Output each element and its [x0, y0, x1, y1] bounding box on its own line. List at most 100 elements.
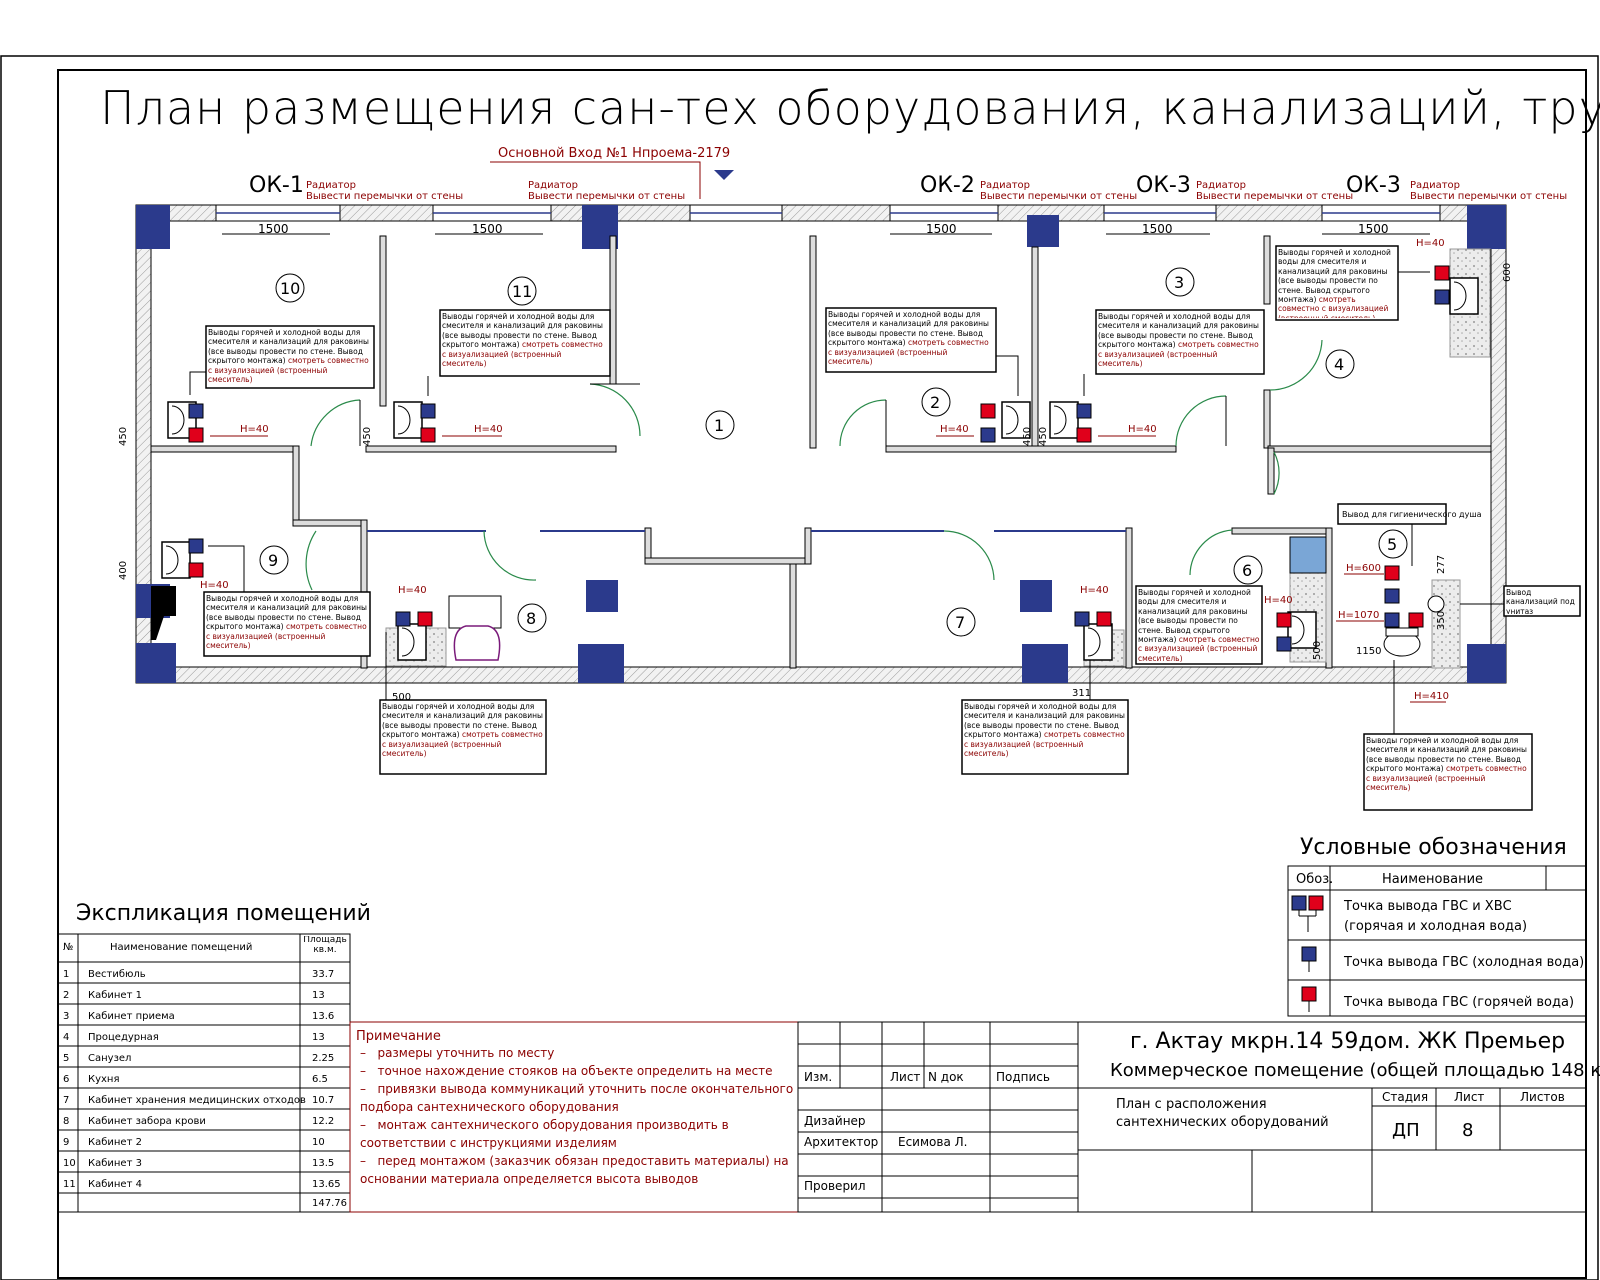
- stamp-sign: Подпись: [996, 1070, 1050, 1084]
- explication-row-name: Санузел: [88, 1053, 131, 1064]
- stamp-ndok: N док: [928, 1070, 964, 1084]
- explication-row-name: Вестибюль: [88, 969, 146, 980]
- dim-text: 600: [1502, 263, 1513, 282]
- note-text: перед монтажом (заказчик обязан предоста…: [360, 1154, 789, 1186]
- dim-text: 1500: [258, 222, 289, 236]
- explication-row-name: Кухня: [88, 1074, 120, 1085]
- explication-row-area: 13: [312, 990, 325, 1001]
- dim-text: 350: [1436, 611, 1447, 630]
- dim-text: 500: [392, 692, 411, 703]
- room-number: 6: [1242, 561, 1252, 580]
- explication-row-area: 10: [312, 1137, 325, 1148]
- stamp-designer: Дизайнер: [804, 1114, 866, 1128]
- explication-row-no: 4: [63, 1032, 69, 1043]
- callout: Выводы горячей и холодной воды для смеси…: [379, 632, 547, 775]
- height-mark: H=40: [474, 424, 503, 435]
- dim-text: 311: [1072, 688, 1091, 699]
- callout-note: смотреть совместно с визуализацией (встр…: [828, 338, 989, 366]
- explication-table: Экспликация помещений № Наименование пом…: [57, 901, 371, 1213]
- stamp-izm: Изм.: [804, 1070, 832, 1084]
- callout-note: смотреть совместно с визуализацией (встр…: [1366, 764, 1527, 792]
- col-no: №: [63, 942, 73, 953]
- callout: Выводы горячей и холодной воды для смеси…: [961, 660, 1129, 775]
- explication-row-area: 13.5: [312, 1158, 334, 1169]
- dim-text: 1500: [926, 222, 957, 236]
- callout: Выводы горячей и холодной воды для смеси…: [189, 325, 375, 395]
- stamp-stage-header: Стадия: [1382, 1090, 1428, 1104]
- explication-row-area: 10.7: [312, 1095, 334, 1106]
- callout-note: смотреть совместно с визуализацией (встр…: [1278, 294, 1389, 318]
- callout-text: Выводы горячей и холодной воды для смеси…: [1098, 312, 1259, 350]
- note-text: точное нахождение стояков на объекте опр…: [377, 1064, 773, 1078]
- room-number: 1: [714, 416, 724, 435]
- door-swings: [305, 339, 1323, 591]
- radiator-note: Вывести перемычки от стены: [1196, 191, 1353, 202]
- legend-item: Точка вывода ГВС и ХВС: [1343, 899, 1512, 914]
- explication-row-no: 5: [63, 1053, 69, 1064]
- explication-row-no: 10: [63, 1158, 76, 1169]
- note-text: монтаж сантехнического оборудования прои…: [360, 1118, 729, 1150]
- callout-note: смотреть совместно с визуализацией (встр…: [964, 730, 1125, 758]
- callout-sewer: Вывод канализаций под унитаз: [1460, 585, 1581, 617]
- callout-text: Выводы горячей и холодной воды для смеси…: [208, 328, 369, 366]
- height-mark: H=600: [1346, 563, 1381, 574]
- height-mark: H=40: [940, 424, 969, 435]
- explication-row-area: 13.65: [312, 1179, 341, 1190]
- room-number: 10: [280, 279, 300, 298]
- dim-text: 1150: [1356, 646, 1381, 657]
- callout: Выводы горячей и холодной воды для смеси…: [1135, 585, 1263, 665]
- title-block-text: г. Актау мкрн.14 59дом. ЖК Премьер Комме…: [804, 1029, 1600, 1193]
- explication-row-no: 2: [63, 990, 69, 1001]
- callout-text: Вывод канализаций под унитаз: [1506, 588, 1575, 614]
- room-number: 11: [512, 282, 532, 301]
- legend-item-sub: (горячая и холодная вода): [1344, 919, 1527, 934]
- note-item: – точное нахождение стояков на объекте о…: [360, 1064, 773, 1078]
- stamp-object: Коммерческое помещение (общей площадью 1…: [1110, 1060, 1600, 1081]
- room-number: 8: [526, 609, 536, 628]
- callout-shower: Вывод для гигиенического душа: [1337, 503, 1482, 566]
- dim-text: 1500: [472, 222, 503, 236]
- height-mark: H=40: [1080, 585, 1109, 596]
- explication-row-name: Кабинет приема: [88, 1011, 175, 1022]
- legend-col-name: Наименование: [1382, 872, 1483, 887]
- room-number: 2: [930, 393, 940, 412]
- explication-row-area: 6.5: [312, 1074, 328, 1085]
- explication-row-area: 33.7: [312, 969, 334, 980]
- callout-text: Выводы горячей и холодной воды для смеси…: [442, 312, 603, 350]
- riser-stack: [151, 586, 176, 640]
- dimension-labels: 450 450 450 450 400 600 500 277 350 500 …: [118, 263, 1513, 703]
- legend-col-symbol: Обоз.: [1296, 872, 1333, 887]
- explication-row-area: 13.6: [312, 1011, 334, 1022]
- explication-row-no: 6: [63, 1074, 69, 1085]
- stamp-address: г. Актау мкрн.14 59дом. ЖК Премьер: [1130, 1029, 1565, 1054]
- callout-text: Выводы горячей и холодной воды для смеси…: [1366, 736, 1527, 774]
- stamp-list-number: 8: [1462, 1120, 1473, 1141]
- dim-text: 450: [118, 427, 129, 446]
- callout: Выводы горячей и холодной воды для смеси…: [1083, 309, 1265, 396]
- window-tag-ok3: ОК-3: [1136, 173, 1191, 198]
- callout-text: Выводы горячей и холодной воды для смеси…: [1278, 248, 1391, 304]
- explication-row-area: 13: [312, 1032, 325, 1043]
- explication-row-no: 7: [63, 1095, 69, 1106]
- stamp-lists-header: Листов: [1520, 1090, 1565, 1104]
- height-mark: H=40: [1264, 595, 1293, 606]
- height-mark: H=410: [1414, 691, 1449, 702]
- callout: Выводы горячей и холодной воды для смеси…: [1275, 245, 1430, 321]
- room-number: 9: [268, 551, 278, 570]
- room-number: 7: [955, 613, 965, 632]
- radiator-note: Вывести перемычки от стены: [1410, 191, 1567, 202]
- room-number: 3: [1174, 273, 1184, 292]
- window-tag-ok1: ОК-1: [249, 173, 304, 198]
- note-text: привязки вывода коммуникаций уточнить по…: [360, 1082, 794, 1114]
- stamp-sheet-title: План с расположения сантехнических обору…: [1116, 1097, 1329, 1131]
- radiator-note: Вывести перемычки от стены: [306, 191, 463, 202]
- explication-row-no: 1: [63, 969, 69, 980]
- callout-note: смотреть совместно с визуализацией (встр…: [1138, 634, 1260, 662]
- explication-title: Экспликация помещений: [76, 901, 371, 926]
- note-item: – монтаж сантехнического оборудования пр…: [360, 1118, 729, 1150]
- legend-item: Точка вывода ГВС (холодная вода): [1343, 955, 1584, 970]
- note-item: – привязки вывода коммуникаций уточнить …: [360, 1082, 794, 1114]
- col-name: Наименование помещений: [110, 942, 252, 953]
- entrance-label: Основной Вход №1 Нпроема-2179: [498, 146, 730, 161]
